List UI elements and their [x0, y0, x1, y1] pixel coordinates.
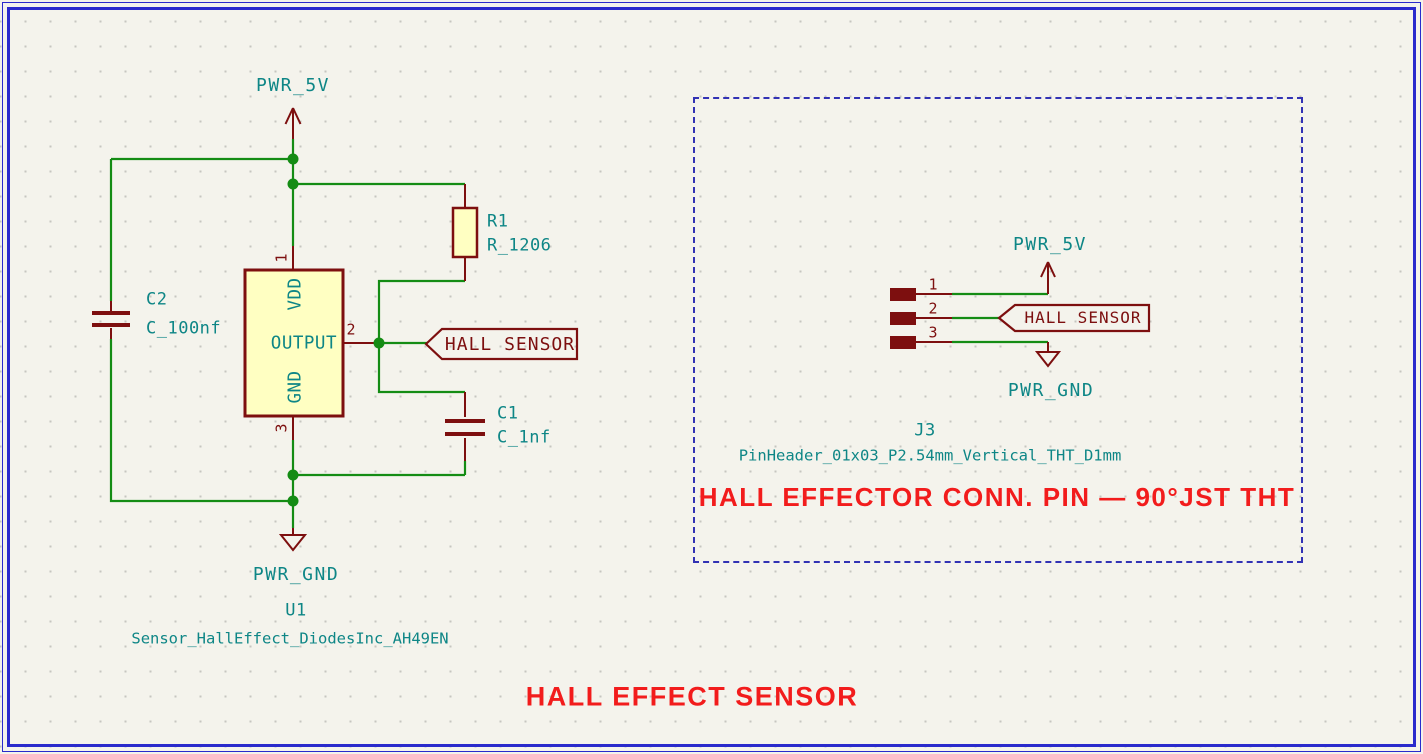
pwr-5v-symbol-right[interactable]: [1040, 261, 1056, 294]
j3-pin2-number: 2: [928, 299, 938, 318]
c1-value[interactable]: C_1nf: [497, 427, 551, 448]
wire-segments[interactable]: [109, 139, 467, 528]
pwr-gnd-symbol-left[interactable]: [278, 528, 308, 552]
u1-pin-gnd-name: GND: [285, 370, 306, 404]
wire-segments-right[interactable]: [952, 292, 1048, 344]
u1-symbol-body[interactable]: [243, 268, 345, 418]
c2-reference[interactable]: C2: [146, 289, 168, 310]
pwr-5v-net-name-right[interactable]: PWR_5V: [1012, 234, 1088, 255]
u1-pin1-number: 1: [272, 253, 291, 263]
c1-symbol[interactable]: [445, 419, 485, 436]
u1-pin-output-name: OUTPUT: [270, 333, 337, 354]
u1-pin2-number: 2: [346, 320, 356, 339]
pwr-gnd-net-name-right[interactable]: PWR_GND: [1007, 380, 1095, 401]
j3-pin1-number: 1: [928, 275, 938, 294]
r1-reference[interactable]: R1: [487, 211, 509, 232]
r1-value[interactable]: R_1206: [487, 235, 552, 256]
connector-caption-text[interactable]: HALL EFFECTOR CONN. PIN — 90°JST THT: [698, 482, 1296, 512]
pin-stubs: [110, 184, 466, 461]
r1-symbol-body[interactable]: [451, 206, 479, 259]
pwr-5v-symbol-left[interactable]: [284, 107, 302, 139]
u1-pin3-number: 3: [272, 423, 291, 433]
pwr-5v-net-name-left[interactable]: PWR_5V: [255, 75, 331, 96]
hall-sensor-label-text-right[interactable]: HALL SENSOR: [1024, 308, 1142, 327]
u1-value[interactable]: Sensor_HallEffect_DiodesInc_AH49EN: [131, 629, 449, 648]
j3-pin3-number: 3: [928, 323, 938, 342]
u1-reference[interactable]: U1: [285, 600, 307, 621]
hall-sensor-label-tag-right[interactable]: [997, 303, 1151, 333]
c2-symbol[interactable]: [92, 311, 130, 327]
sheet-title-text[interactable]: HALL EFFECT SENSOR: [525, 681, 859, 712]
hall-sensor-label-tag-left[interactable]: [424, 327, 579, 361]
hall-sensor-label-text-left[interactable]: HALL SENSOR: [444, 334, 576, 355]
junction-dots: [287, 153, 385, 507]
pwr-gnd-symbol-right[interactable]: [1034, 342, 1062, 368]
c1-reference[interactable]: C1: [497, 403, 519, 424]
j3-pin-stubs: [916, 293, 952, 343]
pwr-gnd-net-name-left[interactable]: PWR_GND: [252, 564, 340, 585]
u1-pin-vdd-name: VDD: [285, 277, 306, 311]
connector-group-box[interactable]: [693, 97, 1303, 563]
j3-pin-pads[interactable]: [890, 288, 916, 349]
c2-value[interactable]: C_100nf: [146, 318, 222, 339]
j3-reference[interactable]: J3: [914, 420, 936, 441]
j3-value[interactable]: PinHeader_01x03_P2.54mm_Vertical_THT_D1m…: [738, 446, 1122, 465]
